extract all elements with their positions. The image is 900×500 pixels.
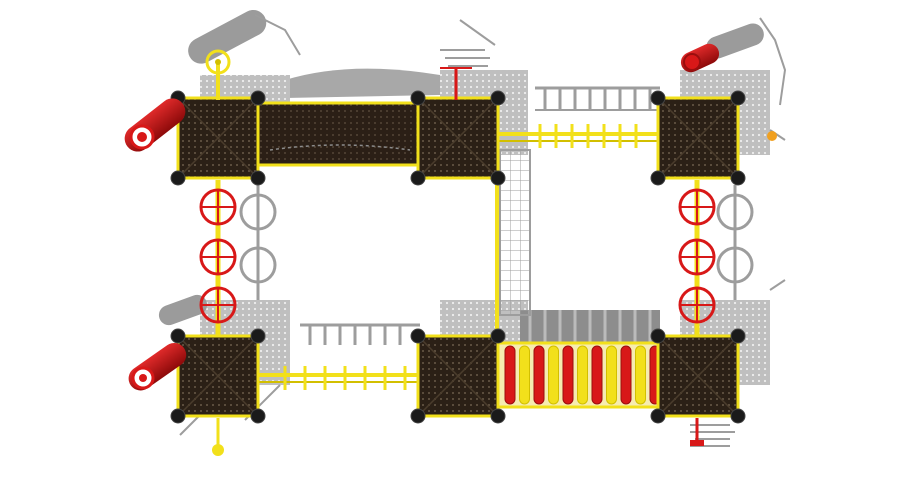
spring-shadow [690, 424, 735, 447]
tube-slide-top-right [680, 43, 720, 73]
roller [533, 345, 545, 405]
post-cap [490, 170, 506, 186]
post-cap [730, 90, 746, 106]
horizontal-ladder-bottom [258, 366, 420, 390]
tower-bottom-left [170, 328, 266, 424]
tunnel-bridge [258, 101, 420, 167]
roller-bridge [497, 341, 661, 409]
roller [548, 345, 559, 405]
ring-bridge-left [199, 180, 237, 335]
ring-shadow-right [716, 185, 754, 300]
tower-top-center [410, 90, 506, 186]
post-cap [410, 328, 426, 344]
tower-bottom-right [650, 328, 746, 424]
post-cap [410, 90, 426, 106]
slide-shadow-top-right [706, 17, 787, 106]
post-cap [250, 170, 266, 186]
horizontal-ladder-top [495, 124, 660, 148]
post-cap [410, 408, 426, 424]
roller [577, 345, 588, 405]
roller [562, 345, 574, 405]
post-cap [250, 408, 266, 424]
ring-bridge-right [678, 180, 716, 335]
post-cap [410, 170, 426, 186]
tower-top-right [650, 90, 746, 186]
post-shadows [179, 129, 786, 436]
steering-wheel-top-left [205, 49, 231, 100]
post-cap [730, 408, 746, 424]
tower-top-left [170, 90, 266, 186]
roller [620, 345, 632, 405]
fireman-pole-bottom-left [212, 418, 224, 456]
towers-group [170, 90, 746, 424]
tunnel-shadow [285, 68, 440, 98]
post-cap [650, 408, 666, 424]
roller-shadow [520, 310, 660, 345]
spring-rider-bottom-right [690, 418, 704, 446]
ladder-shadow-top-center [440, 19, 496, 67]
tube-slide-bottom-left [128, 342, 187, 391]
ladder-shadow-bottom [300, 323, 420, 345]
ring-shadow-left [239, 185, 277, 300]
post-cap [250, 90, 266, 106]
post-cap [650, 328, 666, 344]
post-cap [170, 328, 186, 344]
roller [519, 345, 530, 405]
post-cap [730, 328, 746, 344]
ladder-shadow-top [535, 86, 660, 111]
roller [635, 345, 646, 405]
slide-shadow-top-left [188, 9, 301, 64]
post-cap [170, 170, 186, 186]
post-cap [170, 408, 186, 424]
post-cap [650, 90, 666, 106]
roller [591, 345, 603, 405]
post-cap [490, 328, 506, 344]
post-cap [650, 170, 666, 186]
post-cap [490, 90, 506, 106]
tower-bottom-center [410, 328, 506, 424]
post-cap [250, 328, 266, 344]
steering-wheel-top-center [440, 67, 472, 100]
slide-shadow-bottom-left [158, 294, 208, 326]
roller [606, 345, 617, 405]
orange-knob-right [767, 131, 777, 141]
tube-slide-top-left [124, 98, 186, 152]
post-cap [730, 170, 746, 186]
post-cap [490, 408, 506, 424]
roller [504, 345, 516, 405]
